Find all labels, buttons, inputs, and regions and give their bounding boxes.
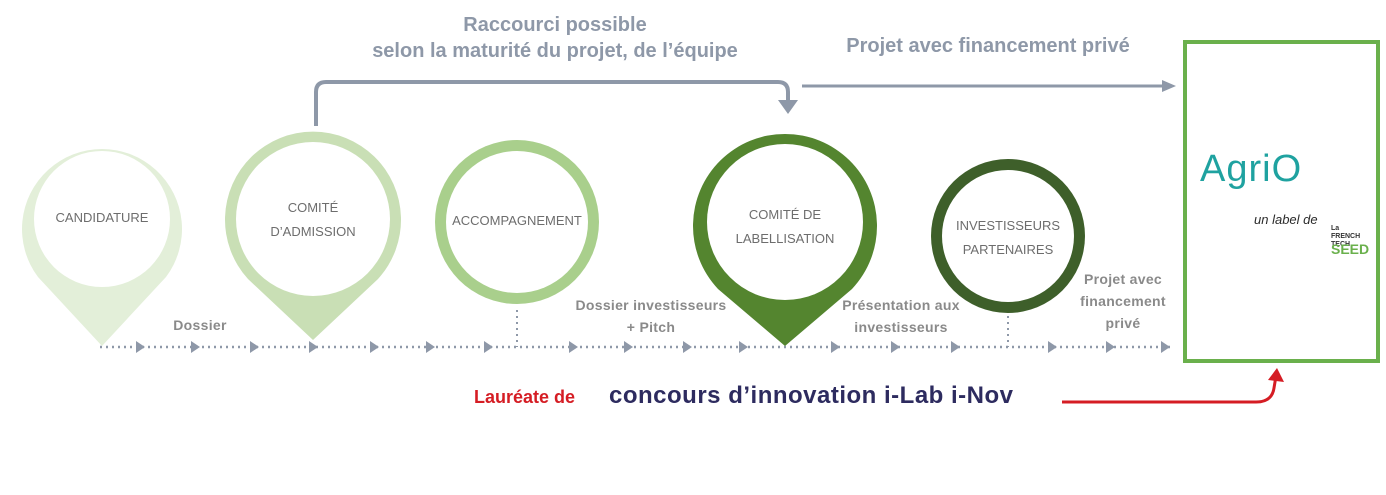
shortcut-title-line2: selon la maturité du projet, de l’équipe bbox=[372, 40, 738, 62]
french-tech-label: FRENCH TECH bbox=[1331, 233, 1361, 248]
private-funding-arrow-head bbox=[1162, 80, 1176, 92]
private-funding-title: Projet avec financement privé bbox=[846, 35, 1130, 57]
step-investisseurs-text-1: INVESTISSEURS bbox=[955, 218, 1061, 233]
label-dossier: Dossier bbox=[173, 317, 227, 333]
timeline-arrowhead bbox=[624, 341, 633, 353]
agrio-logo-box bbox=[1183, 40, 1380, 363]
timeline-arrowhead bbox=[1048, 341, 1057, 353]
step-labellisation-inner bbox=[707, 144, 863, 300]
laureate-arrow-head bbox=[1268, 368, 1284, 382]
label-presentation-1: Présentation aux bbox=[842, 297, 960, 313]
timeline-arrowhead bbox=[309, 341, 318, 353]
label-dossier-investisseurs-2: + Pitch bbox=[626, 319, 676, 335]
agrio-logo-tagline: un label de bbox=[1254, 212, 1318, 227]
label-projet-prive-1: Projet avec bbox=[1083, 271, 1162, 287]
timeline-arrowhead bbox=[136, 341, 145, 353]
step-candidature-text: CANDIDATURE bbox=[55, 210, 149, 225]
shortcut-title: Raccourci possible selon la maturité du … bbox=[330, 12, 780, 64]
timeline-arrowhead bbox=[951, 341, 960, 353]
step-accompagnement-label: ACCOMPAGNEMENT bbox=[437, 209, 597, 233]
step-admission-label: COMITÉ D’ADMISSION bbox=[253, 196, 373, 244]
step-candidature-inner bbox=[34, 151, 170, 287]
step-labellisation-text-1: COMITÉ DE bbox=[748, 207, 822, 222]
shortcut-arrow-head bbox=[778, 100, 798, 114]
step-labellisation-label: COMITÉ DE LABELLISATION bbox=[715, 203, 855, 251]
timeline-arrowhead bbox=[191, 341, 200, 353]
step-candidature-label: CANDIDATURE bbox=[42, 206, 162, 230]
agrio-logo-name: AgriO bbox=[1200, 148, 1303, 190]
laureate-arrow bbox=[1062, 375, 1278, 404]
timeline-arrowhead bbox=[683, 341, 692, 353]
timeline-arrowhead bbox=[1106, 341, 1115, 353]
timeline-arrowhead bbox=[250, 341, 259, 353]
timeline-arrowhead bbox=[739, 341, 748, 353]
label-presentation: Présentation aux investisseurs bbox=[826, 294, 976, 338]
step-labellisation-text-2: LABELLISATION bbox=[735, 231, 835, 246]
step-admission-inner bbox=[236, 142, 390, 296]
shortcut-arrow bbox=[314, 80, 790, 126]
shortcut-title-line1: Raccourci possible bbox=[463, 14, 647, 36]
step-admission-text-2: D’ADMISSION bbox=[270, 224, 356, 239]
label-projet-prive-2: financement bbox=[1080, 293, 1166, 309]
timeline-arrows bbox=[136, 341, 1170, 353]
laureate-label: Lauréate de bbox=[474, 387, 576, 407]
french-tech-seed: SEED bbox=[1331, 241, 1370, 257]
step-investisseurs-label: INVESTISSEURS PARTENAIRES bbox=[943, 214, 1073, 262]
timeline-arrowhead bbox=[370, 341, 379, 353]
step-investisseurs-text-2: PARTENAIRES bbox=[962, 242, 1054, 257]
timeline-arrowhead bbox=[1161, 341, 1170, 353]
label-dossier-investisseurs-1: Dossier investisseurs bbox=[575, 297, 727, 313]
step-accompagnement-text: ACCOMPAGNEMENT bbox=[452, 213, 582, 228]
timeline-arrowhead bbox=[484, 341, 493, 353]
step-accompagnement-inner bbox=[446, 151, 588, 293]
step-admission-text-1: COMITÉ bbox=[287, 200, 339, 215]
timeline-arrowhead bbox=[891, 341, 900, 353]
label-presentation-2: investisseurs bbox=[854, 319, 948, 335]
step-investisseurs-inner bbox=[942, 170, 1074, 302]
label-projet-prive: Projet avec financement privé bbox=[1068, 268, 1178, 334]
french-tech-la: La bbox=[1331, 225, 1340, 232]
label-dossier-investisseurs: Dossier investisseurs + Pitch bbox=[556, 294, 746, 338]
timeline-arrowhead bbox=[569, 341, 578, 353]
contest-label: concours d’innovation i-Lab i-Nov bbox=[609, 382, 1014, 409]
label-projet-prive-3: privé bbox=[1105, 315, 1141, 331]
timeline-arrowhead bbox=[831, 341, 840, 353]
timeline-arrowhead bbox=[426, 341, 435, 353]
